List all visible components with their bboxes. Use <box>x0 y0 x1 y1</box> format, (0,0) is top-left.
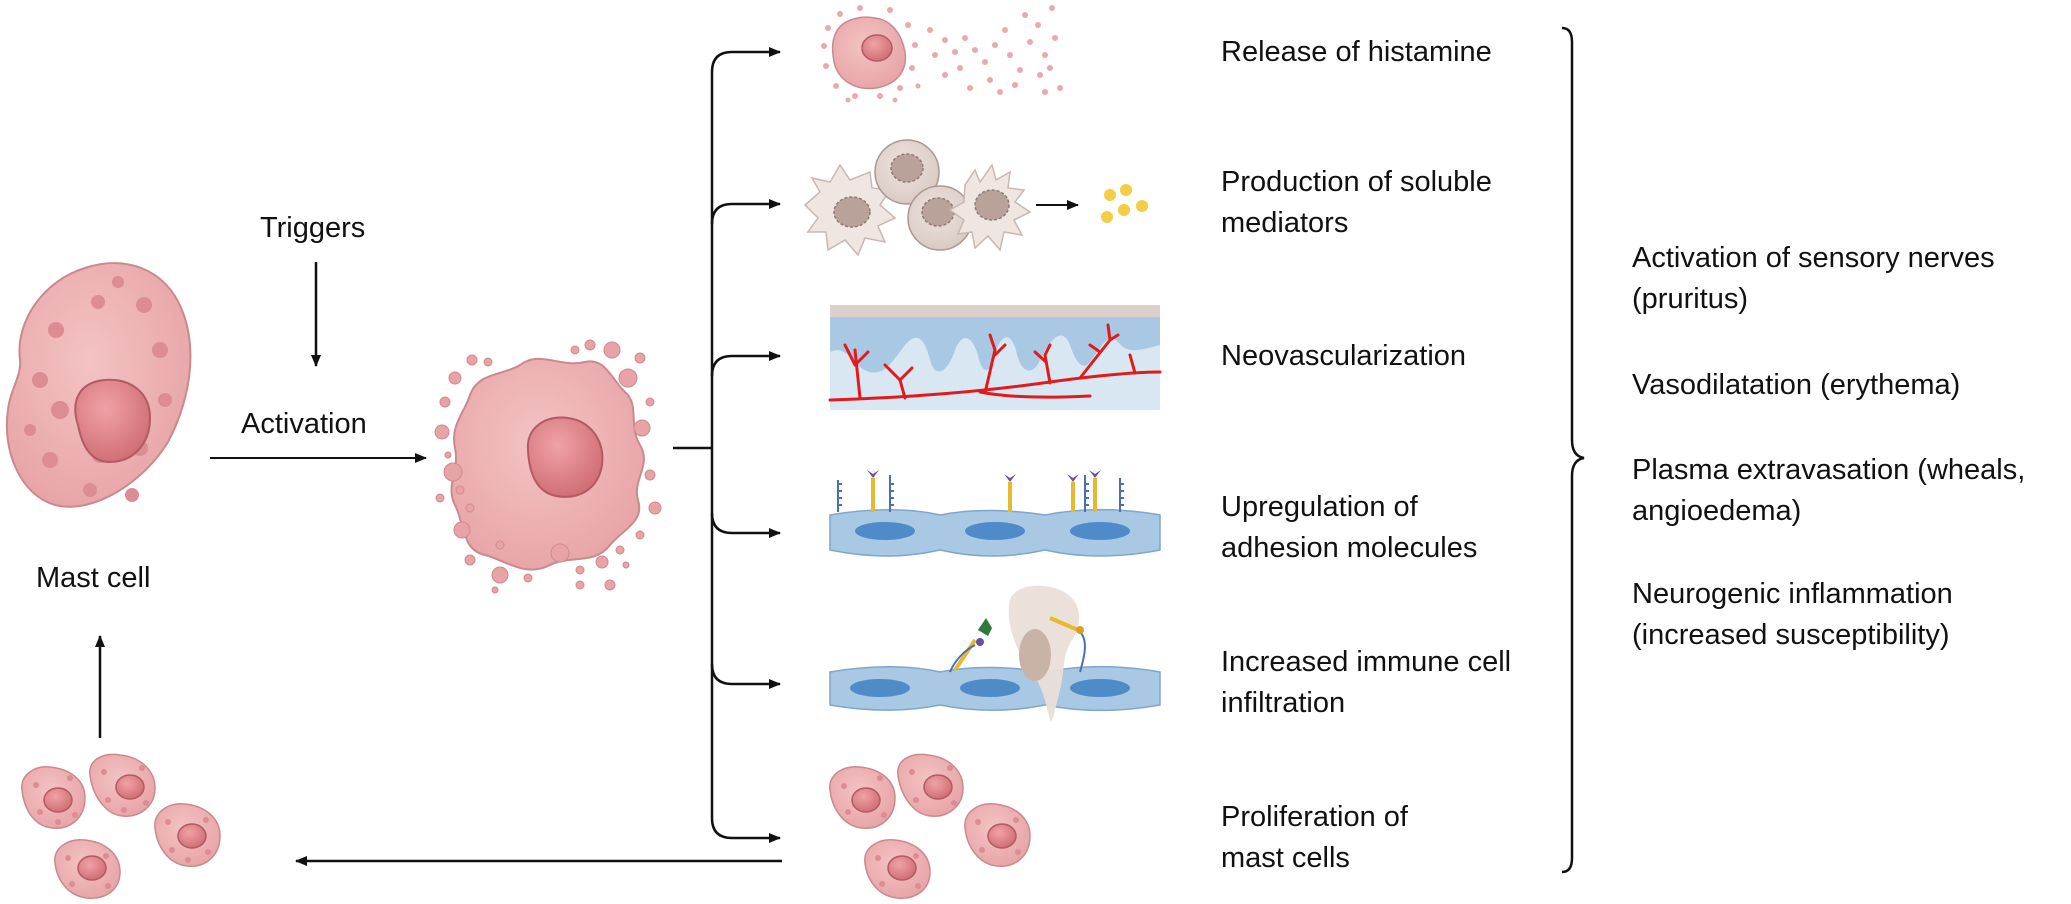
histamine-release-illustration <box>821 5 1063 103</box>
outcomes-brace <box>1561 26 1585 874</box>
mast-cell-resting <box>5 262 192 508</box>
effect-release-histamine: Release of histamine <box>1221 36 1492 68</box>
effect-mast-cell-proliferation: Proliferation of mast cells <box>1221 801 1408 874</box>
outcome-sensory-nerves: Activation of sensory nerves (pruritus) <box>1632 242 1995 315</box>
mast-cell-label: Mast cell <box>36 562 151 594</box>
branching-arrows <box>673 47 781 843</box>
effect-neovascularization: Neovascularization <box>1221 340 1467 372</box>
outcome-neurogenic-inflammation: Neurogenic inflammation (increased susce… <box>1632 578 1953 651</box>
mast-cell-proliferation-illustration <box>829 753 1031 899</box>
effect-adhesion-molecules: Upregulation of adhesion molecules <box>1221 491 1478 564</box>
triggers-label: Triggers <box>260 212 366 244</box>
soluble-mediators-illustration <box>803 139 1148 257</box>
activation-label: Activation <box>241 408 367 440</box>
immune-infiltration-illustration <box>829 585 1161 721</box>
outcome-vasodilatation: Vasodilatation (erythema) <box>1632 369 1961 401</box>
neovascularization-illustration <box>828 305 1162 410</box>
outcome-plasma-extravasation: Plasma extravasation (wheals, angioedema… <box>1632 454 2026 527</box>
effect-soluble-mediators: Production of soluble mediators <box>1221 166 1492 239</box>
mast-cell-activated <box>434 339 662 594</box>
mast-cell-cluster-left <box>21 753 221 899</box>
adhesion-molecules-illustration <box>829 470 1161 557</box>
effect-immune-infiltration: Increased immune cell infiltration <box>1221 646 1512 719</box>
